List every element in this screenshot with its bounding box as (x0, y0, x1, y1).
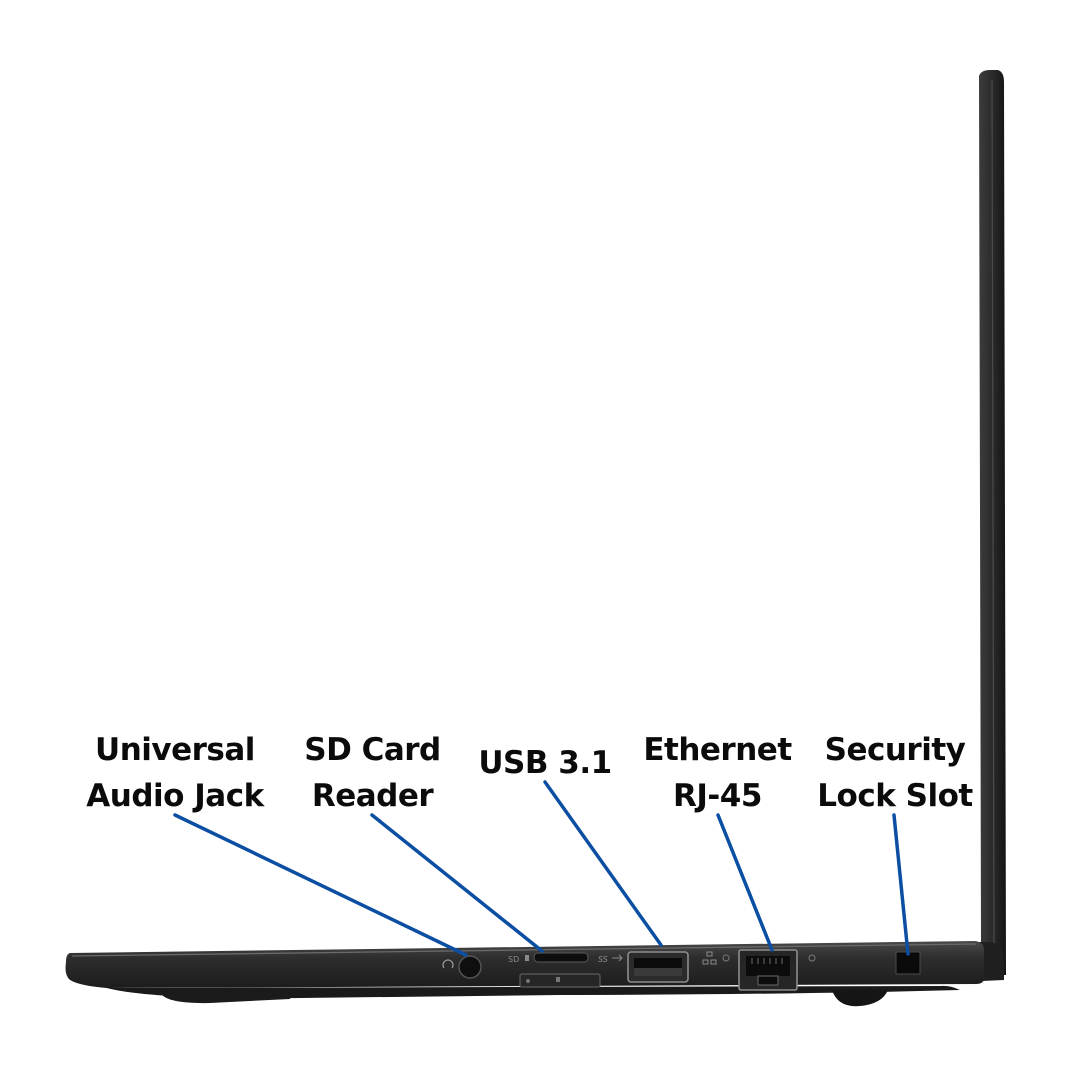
security-lock-label-line1: Security (824, 732, 966, 768)
usb-label: USB 3.1 (470, 740, 620, 786)
ethernet-leader-line (716, 813, 774, 952)
usb-port-marking: SS (598, 955, 608, 964)
usb-3-1-port: SS (598, 951, 689, 983)
sd-card-reader-label-line2: Reader (311, 778, 434, 814)
sd-port-marking: SD (508, 955, 519, 964)
usb-label-line1: USB 3.1 (478, 745, 612, 781)
sd-card-reader-label-line1: SD Card (304, 732, 441, 768)
sd-card-reader-label: SD Card Reader (290, 727, 455, 819)
ethernet-label: Ethernet RJ-45 (640, 727, 795, 819)
laptop-lid (979, 70, 1006, 975)
sd-card-reader-port: SD (508, 952, 601, 988)
audio-jack-label: Universal Audio Jack (70, 727, 280, 819)
security-lock-label-line2: Lock Slot (817, 778, 973, 814)
ethernet-label-line2: RJ-45 (673, 778, 762, 814)
audio-jack-leader-line (173, 813, 468, 957)
ethernet-rj45-port (702, 949, 816, 991)
audio-jack-port (442, 955, 482, 979)
ethernet-label-line1: Ethernet (643, 732, 792, 768)
security-lock-label: Security Lock Slot (815, 727, 975, 819)
security-lock-leader-line (892, 813, 910, 956)
audio-jack-label-line1: Universal (95, 732, 255, 768)
sd-card-reader-leader-line (370, 813, 544, 953)
usb-leader-line (543, 780, 663, 947)
audio-jack-label-line2: Audio Jack (86, 778, 264, 814)
